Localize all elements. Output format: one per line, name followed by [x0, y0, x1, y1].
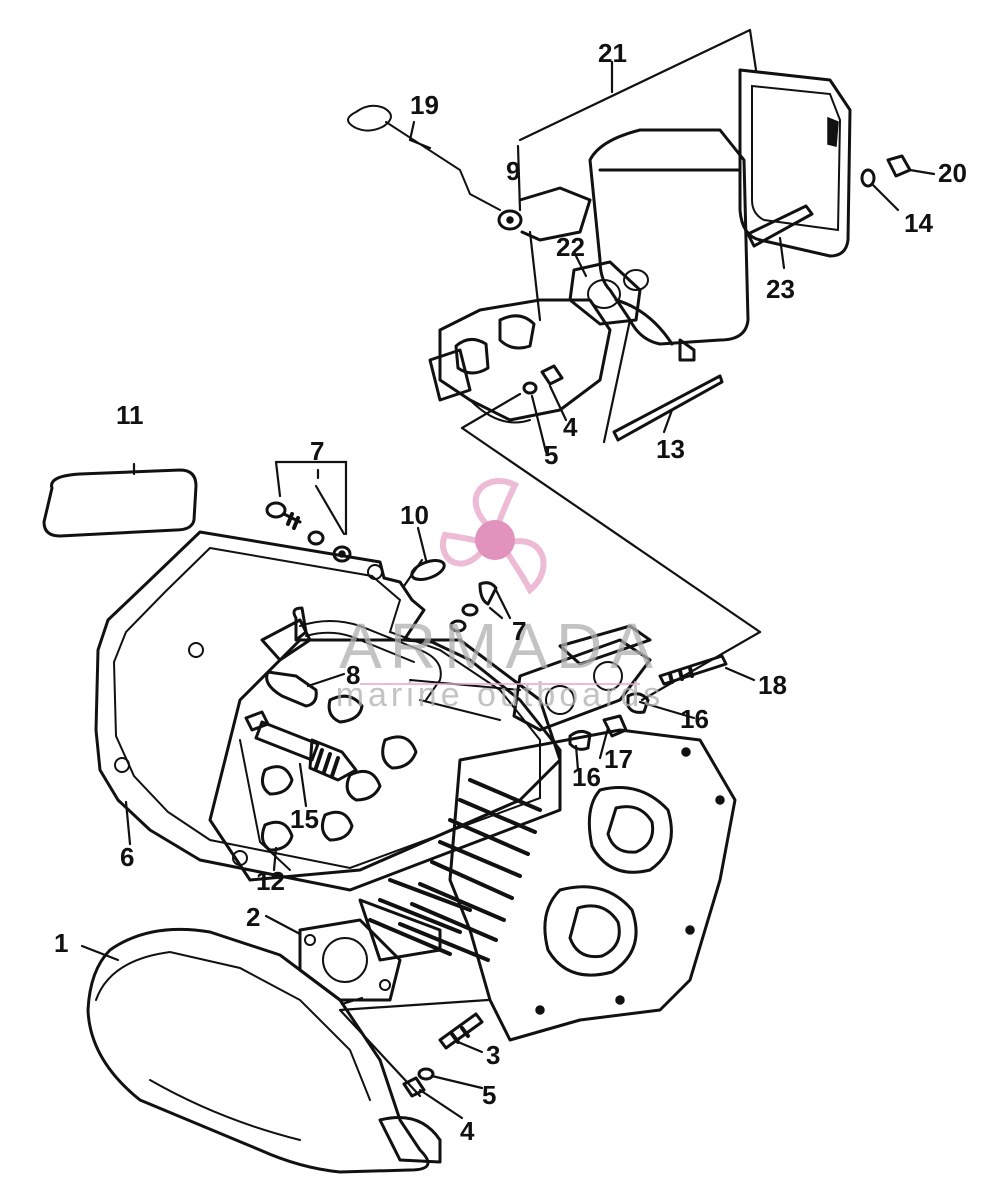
callout-23: 23 — [766, 274, 795, 304]
callout-7: 7 — [512, 616, 526, 646]
callout-16: 16 — [680, 704, 709, 734]
part-13-stud — [612, 374, 724, 442]
callout-1: 1 — [54, 928, 68, 958]
part-12-head-gasket — [239, 739, 291, 871]
part-7-screw-set — [265, 501, 352, 563]
callout-9: 9 — [506, 156, 520, 186]
callout-12: 12 — [256, 866, 285, 896]
part-14-lockwasher — [860, 168, 876, 188]
callout-5: 5 — [482, 1080, 496, 1110]
callout-14: 14 — [904, 208, 933, 238]
callout-13: 13 — [656, 434, 685, 464]
part-19-choke-rod — [347, 104, 501, 211]
part-15-spark-plug — [244, 710, 358, 782]
silencer-body — [588, 128, 750, 362]
part-17-nut — [602, 714, 628, 738]
part-11-cover-plate — [42, 468, 198, 538]
callout-4: 4 — [460, 1116, 475, 1146]
parts-4-5-top — [522, 364, 564, 395]
watermark-brand: ARMADA — [339, 610, 661, 682]
cylinder-head — [208, 638, 562, 882]
callout-16: 16 — [572, 762, 601, 792]
part-9-bushing — [497, 186, 592, 242]
callout-5: 5 — [544, 440, 558, 470]
part-21-silencer-cover — [738, 68, 852, 258]
part-6-gasket — [94, 530, 562, 892]
callout-15: 15 — [290, 804, 319, 834]
part-4-nut — [402, 1076, 426, 1098]
part-8-ignition-lead — [260, 606, 442, 708]
callout-17: 17 — [604, 744, 633, 774]
carburetor — [428, 298, 612, 424]
callout-6: 6 — [120, 842, 134, 872]
crankcase-block — [358, 728, 737, 1042]
callout-20: 20 — [938, 158, 967, 188]
part-5-washer — [417, 1067, 435, 1081]
part-23-spacer — [746, 204, 814, 248]
callout-22: 22 — [556, 232, 585, 262]
part-20-nut — [886, 154, 912, 178]
callout-18: 18 — [758, 670, 787, 700]
part-3-stud — [438, 1012, 484, 1050]
callout-3: 3 — [486, 1040, 500, 1070]
callout-8: 8 — [346, 660, 360, 690]
watermark-tagline: marine outboards — [336, 676, 665, 714]
callout-10: 10 — [400, 500, 429, 530]
callout-7: 7 — [310, 436, 324, 466]
watermark: ARMADA marine outboards — [336, 478, 665, 714]
part-7b-screw-set — [449, 581, 498, 633]
callout-2: 2 — [246, 902, 260, 932]
callout-19: 19 — [410, 90, 439, 120]
part-1-exhaust-cover — [86, 927, 442, 1174]
part-16-gaskets — [512, 624, 652, 751]
callout-4: 4 — [563, 412, 578, 442]
callout-21: 21 — [598, 38, 627, 68]
callout-11: 11 — [116, 400, 144, 430]
propeller-logo-icon — [440, 478, 547, 595]
